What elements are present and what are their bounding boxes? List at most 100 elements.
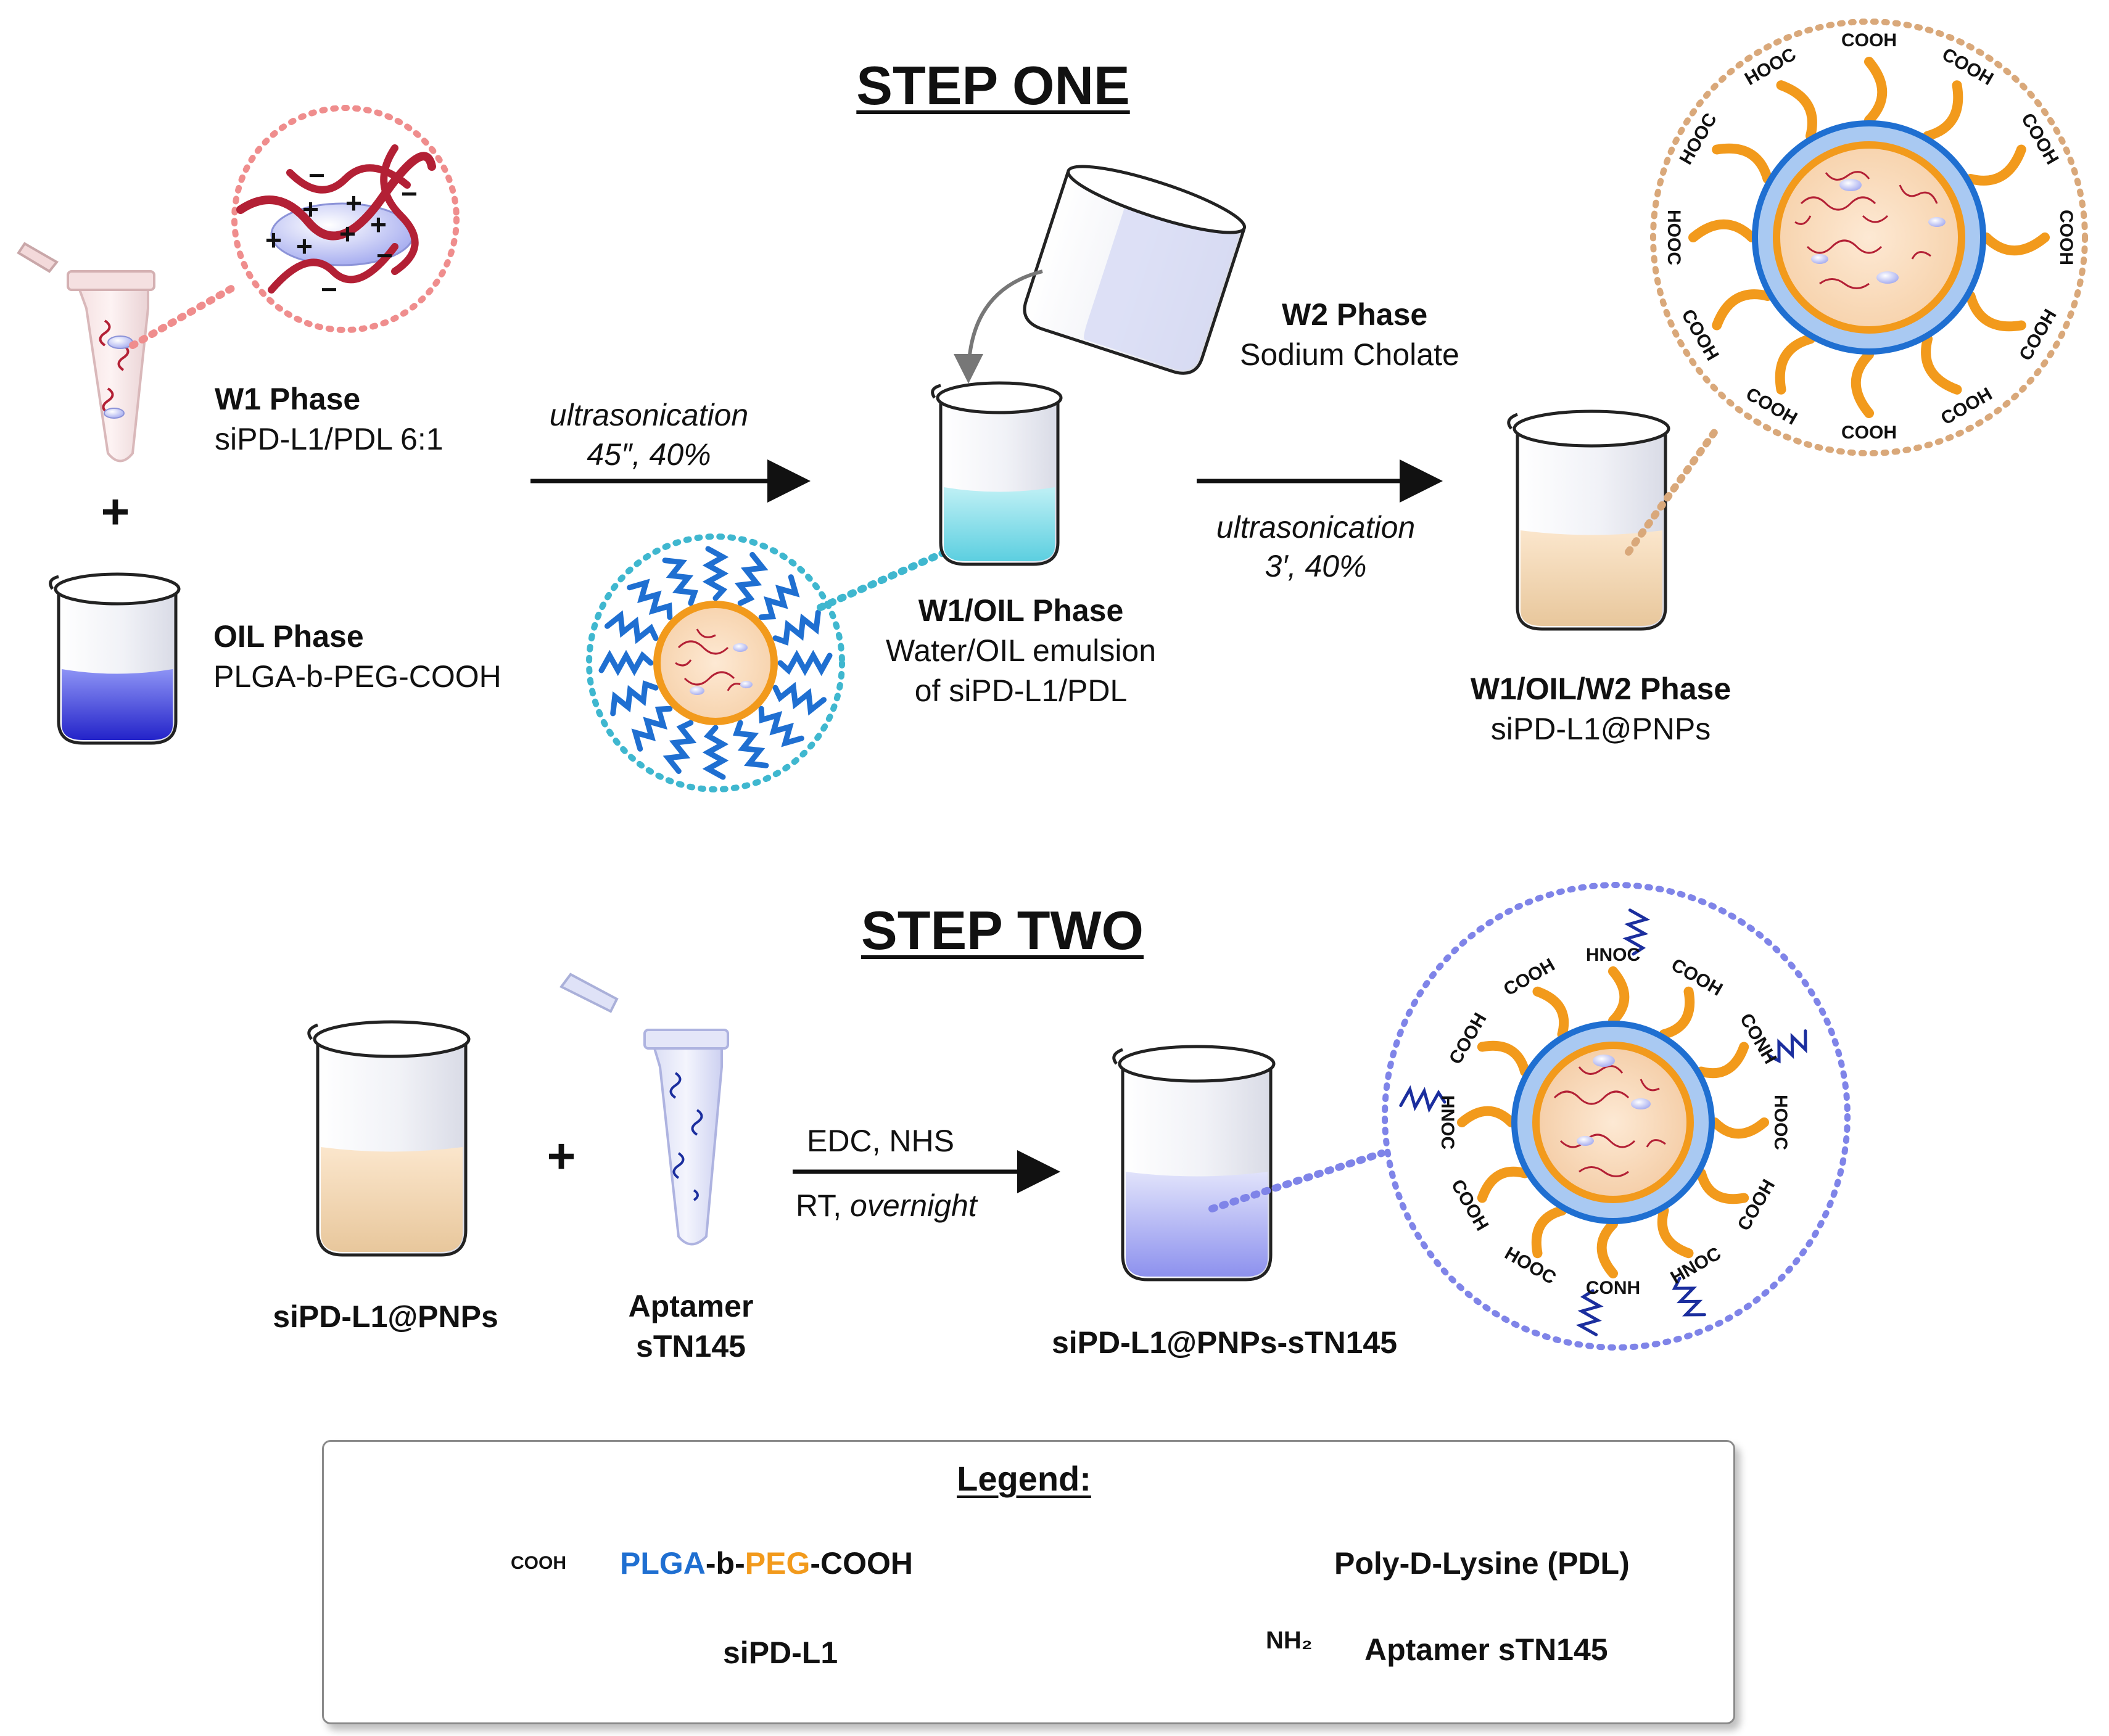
plga-chain	[610, 680, 659, 717]
svg-text:+: +	[345, 187, 362, 219]
arrow2-condition-line2: 3′, 40%	[1265, 549, 1367, 583]
w1-oil-phase-line3: of siPD-L1/PDL	[914, 673, 1128, 708]
oil-beaker-icon	[49, 572, 181, 745]
aptamer-strand	[1622, 908, 1651, 956]
plga-chain	[734, 552, 769, 606]
plga-chain	[758, 706, 804, 747]
surface-group-label: HOOC	[1770, 1095, 1791, 1150]
w1-oil-phase-name: W1/OIL Phase	[918, 593, 1124, 628]
legend-plga-part2: -b-	[705, 1546, 745, 1581]
w1-oil-connector	[817, 542, 963, 611]
arrow-step-two-rt: RT,	[796, 1188, 842, 1223]
peg-cooh-chain	[1923, 80, 1963, 141]
w1-oil-beaker-icon	[931, 381, 1063, 566]
peg-chain	[1531, 1205, 1567, 1259]
aptamer-strand	[1575, 1289, 1604, 1336]
w1-oil-w2-phase-detail: siPD-L1@PNPs	[1490, 712, 1711, 746]
product-label: siPD-L1@PNPs-sTN145	[1051, 1325, 1398, 1360]
arrow2-condition-line1: ultrasonication	[1216, 510, 1416, 545]
surface-group-label: COOH	[1841, 30, 1897, 51]
plga-chain	[605, 610, 659, 644]
peg-cooh-chain	[1851, 350, 1874, 418]
w1-oil-w2-beaker-icon	[1507, 409, 1670, 631]
product-beaker-icon	[1112, 1045, 1276, 1281]
peg-cooh-chain	[1776, 80, 1817, 141]
aptamer-label-line1: Aptamer	[628, 1289, 754, 1323]
aptamer-strand	[1767, 1029, 1807, 1064]
peg-chain	[1596, 1219, 1618, 1278]
peg-chain	[1457, 1106, 1516, 1127]
surface-group-label: COOH	[1841, 422, 1897, 443]
plga-chain	[702, 546, 729, 601]
surface-group-label: CONH	[1586, 1278, 1640, 1298]
pour-arrow	[954, 269, 1043, 384]
peg-cooh-chain	[1775, 334, 1815, 395]
plga-chain	[758, 574, 800, 620]
plga-chain	[598, 649, 654, 677]
peg-cooh-chain	[1864, 57, 1888, 125]
legend-pdl-label: Poly-D-Lysine (PDL)	[1334, 1546, 1630, 1581]
svg-text:+: +	[302, 193, 319, 225]
peg-chain	[1696, 1042, 1749, 1079]
aptamer-label-line2: sTN145	[636, 1329, 746, 1364]
plga-chain	[702, 725, 729, 780]
w1-oil-w2-phase-name: W1/OIL/W2 Phase	[1470, 672, 1731, 706]
surface-group-label: HNOC	[1586, 945, 1640, 965]
plus-sign-step-one: +	[101, 484, 130, 539]
w1-oil-phase-line2: Water/OIL emulsion	[885, 633, 1157, 668]
arrow1-condition-line2: 45″, 40%	[587, 437, 711, 472]
legend-plga-part4: -COOH	[810, 1546, 913, 1581]
surface-group-label: HOOC	[1664, 210, 1684, 265]
plga-chain	[733, 720, 769, 768]
w1-oil-micelle-circle	[586, 533, 845, 792]
svg-text:+: +	[265, 224, 282, 256]
oil-phase-detail: PLGA-b-PEG-COOH	[213, 659, 501, 694]
peg-chain	[1659, 986, 1695, 1040]
w2-pouring-beaker-icon	[1023, 165, 1247, 375]
svg-text:−: −	[376, 239, 393, 271]
peg-chain	[1608, 966, 1630, 1026]
legend-box	[322, 1440, 1735, 1724]
plga-chain	[662, 720, 697, 774]
legend-plga-label: PLGA-b-PEG-COOH	[620, 1548, 913, 1579]
peg-chain	[1477, 1040, 1530, 1077]
w1-zoom-circle: +++ +++ −−− −	[231, 105, 460, 333]
legend-plga-part3: PEG	[745, 1546, 811, 1581]
peg-cooh-chain	[1712, 143, 1773, 184]
plga-chain	[772, 609, 821, 646]
arrow-step-two-line1: EDC, NHS	[807, 1124, 954, 1158]
legend-sipdl1-label: siPD-L1	[723, 1635, 838, 1670]
pnps-beaker-icon	[307, 1020, 471, 1257]
svg-text:−: −	[321, 273, 337, 305]
aptamer-strand	[1399, 1085, 1447, 1113]
w2-phase-name: W2 Phase	[1282, 297, 1428, 332]
legend-aptamer-icon-tag: NH₂	[1266, 1627, 1313, 1654]
product-connector	[1208, 1150, 1385, 1212]
plga-chain	[772, 681, 827, 716]
step-one-title: STEP ONE	[856, 55, 1130, 116]
peg-chain	[1532, 986, 1569, 1040]
surface-group-label: COOH	[2056, 210, 2076, 265]
peg-cooh-chain	[1921, 334, 1962, 395]
plga-chain	[662, 557, 698, 606]
pnps-beaker-label: siPD-L1@PNPs	[273, 1299, 498, 1334]
svg-text:−: −	[401, 178, 418, 210]
peg-cooh-chain	[1981, 232, 2050, 256]
plga-chain	[627, 578, 673, 620]
arrow-step-two-line2: RT, overnight	[796, 1190, 977, 1221]
peg-chain	[1710, 1117, 1769, 1139]
legend-title: Legend:	[957, 1459, 1091, 1498]
w1-connector	[129, 283, 238, 349]
w2-phase-detail: Sodium Cholate	[1240, 337, 1459, 372]
oil-phase-name: OIL Phase	[213, 619, 364, 654]
w1-tube-icon	[17, 242, 155, 463]
legend-aptamer-label: Aptamer sTN145	[1364, 1632, 1608, 1667]
peg-chain	[1477, 1166, 1530, 1203]
peg-chain	[1696, 1168, 1749, 1204]
legend-plga-icon-tag: COOH	[511, 1553, 566, 1573]
arrow1-condition-line1: ultrasonication	[549, 398, 749, 432]
peg-chain	[1657, 1205, 1694, 1259]
legend-plga-part1: PLGA	[620, 1546, 706, 1581]
